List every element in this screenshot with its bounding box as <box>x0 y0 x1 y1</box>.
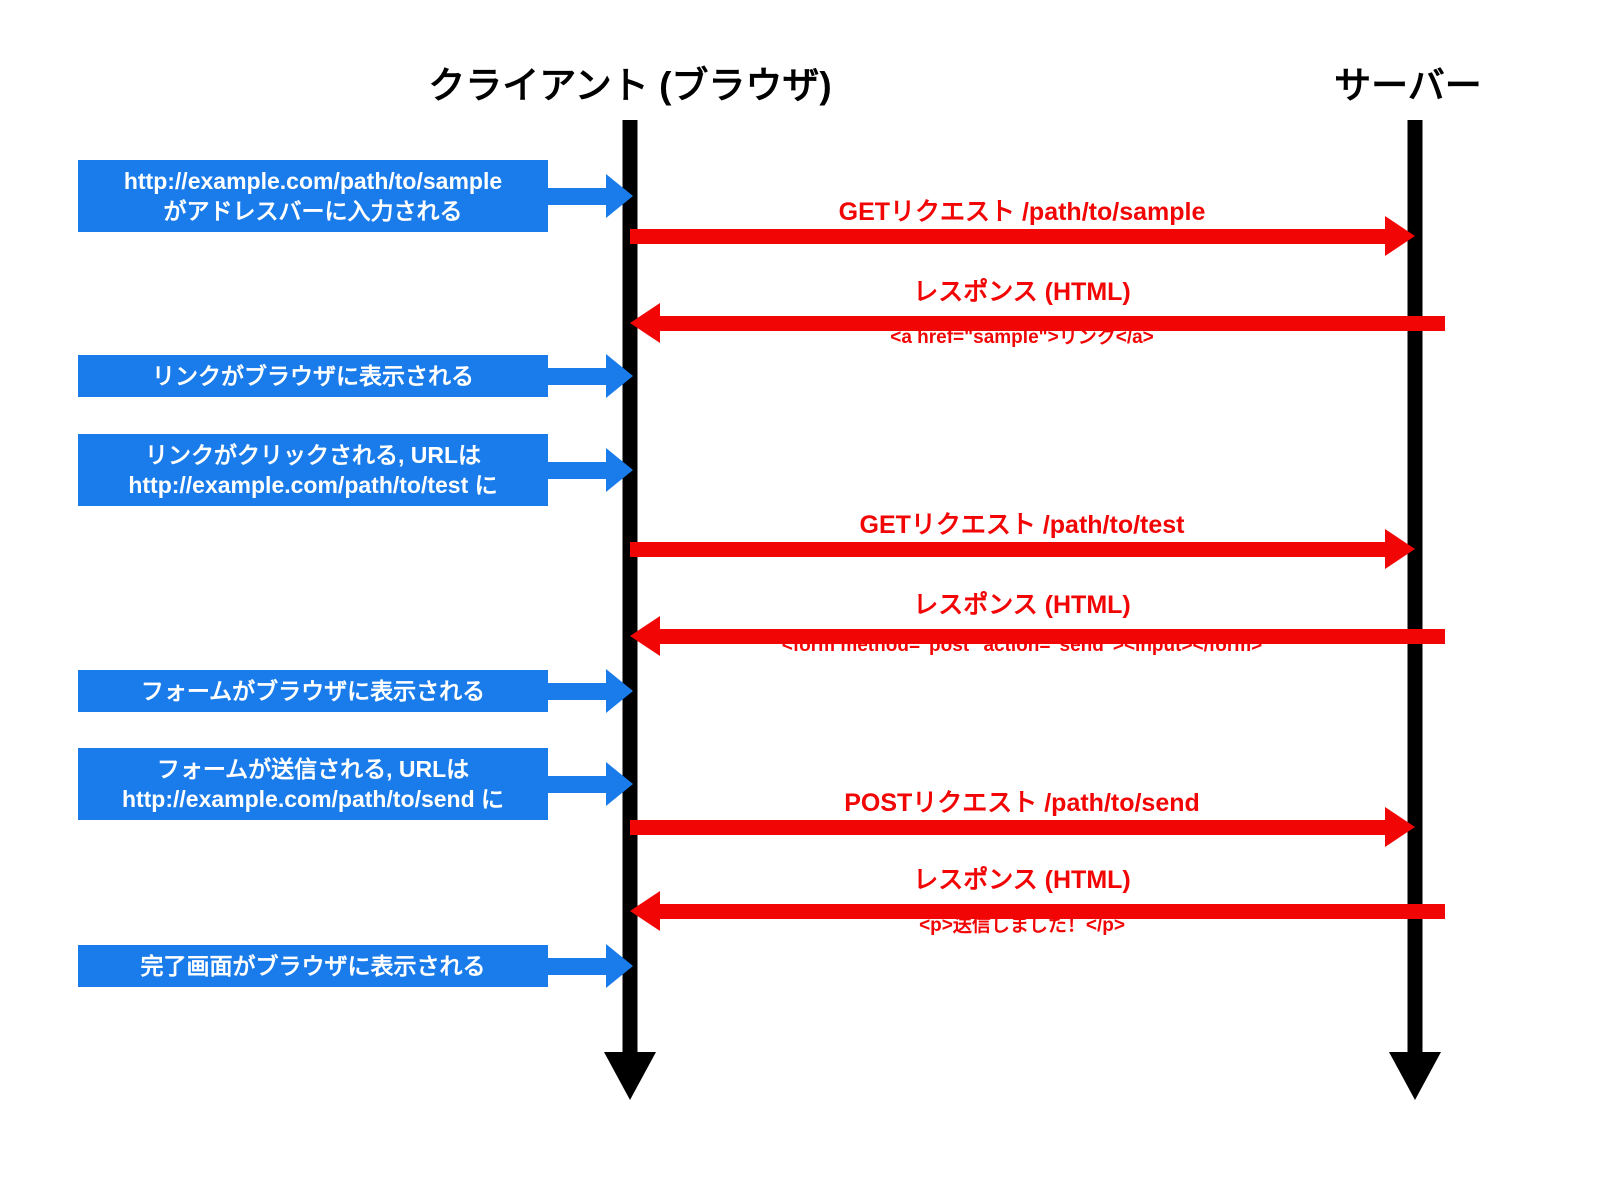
msg-get-sample-label: GETリクエスト /path/to/sample <box>838 198 1206 226</box>
step-form-submitted-arrow-icon <box>548 748 633 820</box>
msg-post-send-label: POSTリクエスト /path/to/send <box>844 789 1200 817</box>
step-link-clicked: リンクがクリックされる, URLは http://example.com/pat… <box>78 434 633 506</box>
msg-get-test-arrow-icon <box>630 529 1415 569</box>
msg-response-send-label: レスポンス (HTML) <box>913 866 1131 894</box>
step-line: http://example.com/path/to/test に <box>128 472 498 498</box>
msg-response-send-snippet: <p>送信しました！</p> <box>919 915 1125 936</box>
step-form-submitted: フォームが送信される, URLは http://example.com/path… <box>78 748 633 820</box>
msg-response-sample-arrow-icon <box>630 303 1445 343</box>
step-line: http://example.com/path/to/send に <box>121 786 505 812</box>
lifeline-client-arrowhead-icon <box>604 1052 656 1100</box>
step-url-entered: http://example.com/path/to/sample がアドレスバ… <box>78 160 633 232</box>
step-form-displayed: フォームがブラウザに表示される <box>78 669 633 713</box>
lifeline-label-client: クライアント (ブラウザ) <box>428 65 832 106</box>
msg-response-test-snippet: <form method="post" action="send"><input… <box>781 635 1263 656</box>
step-link-displayed: リンクがブラウザに表示される <box>78 354 633 398</box>
step-complete-displayed-box: 完了画面がブラウザに表示される <box>78 945 548 987</box>
msg-response-sample-label: レスポンス (HTML) <box>913 278 1131 306</box>
step-url-entered-box: http://example.com/path/to/sample がアドレスバ… <box>78 160 548 232</box>
step-line: リンクがクリックされる, URLは <box>144 441 482 468</box>
lifeline-server-arrowhead-icon <box>1389 1052 1441 1100</box>
msg-response-test-arrow-icon <box>630 616 1445 656</box>
step-link-clicked-box: リンクがクリックされる, URLは http://example.com/pat… <box>78 434 548 506</box>
msg-response-sample-snippet: <a href="sample">リンク</a> <box>890 327 1154 348</box>
step-link-displayed-arrow-icon <box>548 354 633 398</box>
msg-post-send-arrow-icon <box>630 807 1415 847</box>
step-complete-displayed: 完了画面がブラウザに表示される <box>78 944 633 988</box>
msg-response-test-label: レスポンス (HTML) <box>913 591 1131 619</box>
step-form-submitted-box: フォームが送信される, URLは http://example.com/path… <box>78 748 548 820</box>
step-link-displayed-box: リンクがブラウザに表示される <box>78 355 548 397</box>
msg-get-sample-arrow-icon <box>630 216 1415 256</box>
step-url-entered-arrow-icon <box>548 160 633 232</box>
step-line: がアドレスバーに入力される <box>163 198 463 224</box>
step-line: フォームが送信される, URLは <box>156 755 470 782</box>
step-line: http://example.com/path/to/sample <box>123 167 503 194</box>
msg-get-test-label: GETリクエスト /path/to/test <box>859 511 1185 539</box>
step-complete-displayed-arrow-icon <box>548 944 633 988</box>
lifeline-label-server: サーバー <box>1334 65 1482 106</box>
step-line: リンクがブラウザに表示される <box>152 362 474 389</box>
step-form-displayed-arrow-icon <box>548 669 633 713</box>
step-line: 完了画面がブラウザに表示される <box>140 952 486 979</box>
step-line: フォームがブラウザに表示される <box>140 677 486 704</box>
step-form-displayed-box: フォームがブラウザに表示される <box>78 670 548 712</box>
msg-response-send-arrow-icon <box>630 891 1445 931</box>
step-link-clicked-arrow-icon <box>548 434 633 506</box>
